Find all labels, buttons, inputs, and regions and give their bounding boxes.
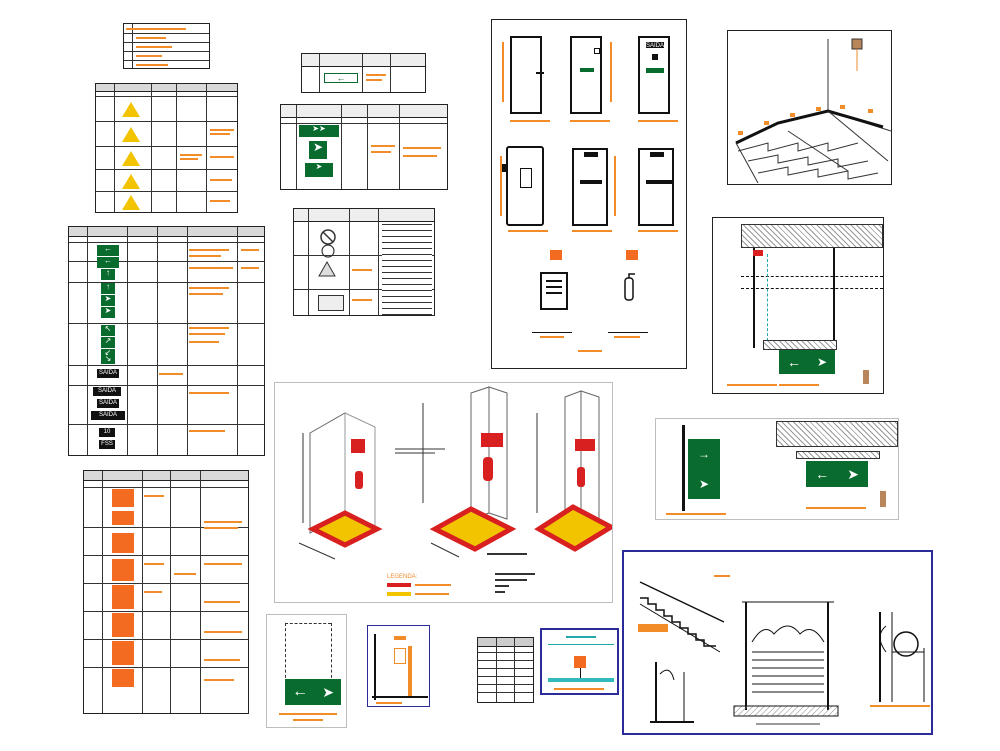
exit-sign-arrow: ↘ [101, 355, 115, 364]
fire-alarm-icon [112, 533, 134, 553]
fire-extinguisher-icon [624, 273, 635, 301]
stairs-isometric-sheet [727, 30, 892, 185]
hydrant-sign [550, 250, 562, 260]
running-man-icon: ➤ [101, 307, 115, 318]
exit-text-sign: SAIDA [93, 387, 121, 396]
floor-number-sign: 10 [99, 428, 115, 437]
fire-hose-icon [112, 613, 134, 637]
info-panel-icon [318, 295, 344, 311]
ceiling-exit-sign-section: ← ➤ [712, 217, 884, 394]
doors-detail-sheet: SAIDA [491, 19, 687, 369]
arrow-left-icon: ← [292, 683, 309, 700]
exit-sign-arrow: ← [97, 257, 119, 268]
running-man-icon: ➤ [101, 295, 115, 306]
fire-extinguisher-icon [626, 250, 638, 260]
hydrant-cabinet [540, 272, 568, 310]
legend-title: LEGENDA: [387, 574, 418, 580]
phone-icon [112, 559, 134, 581]
fire-sign [574, 656, 586, 668]
dimensions-table [477, 637, 534, 703]
arrow-left-icon: ← [815, 466, 830, 482]
running-man-icon: ➤ [816, 355, 828, 369]
exit-sign-arrow: ↑ [101, 269, 115, 280]
door-elevation [570, 36, 602, 114]
exit-sign-arrow: ↗ [101, 337, 115, 348]
fire-pump-icon [112, 669, 134, 687]
legend-red-swatch [387, 583, 411, 587]
arrow-left-icon: ← [324, 73, 358, 83]
exit-text-sign: SAIDA [91, 411, 125, 420]
extinguisher-floor-marking-sheet: LEGENDA: [274, 382, 613, 603]
warning-triangle-icon [122, 195, 140, 210]
floor-number-sign: FSS [99, 440, 115, 449]
warning-signs-table [95, 83, 238, 213]
hydrant-icon [112, 641, 134, 665]
running-man-icon: ➤ [309, 141, 327, 159]
emergency-exit-table: ➤➤ ➤ ➤ [280, 104, 448, 190]
door-elevation [638, 148, 674, 226]
exit-text-sign: SAIDA [97, 399, 119, 408]
fire-alarm-icon [112, 511, 134, 525]
exit-sign-arrow: ↙ [101, 349, 115, 360]
hydrant-installation-detail [367, 625, 430, 707]
arrow-sign-table: ← [301, 53, 426, 93]
legend-yellow-swatch [387, 592, 411, 596]
exit-signs-table: ← ← ↑ ↑ ➤ ➤ ↖ ↗ ↙ ↘ SAIDA SAIDA SAIDA SA… [68, 226, 265, 456]
door-elevation [502, 146, 544, 226]
exit-sign-ceiling: ← ➤ [779, 350, 835, 374]
running-man-icon: ➤ [847, 465, 859, 482]
arrow-right-icon: → [698, 447, 710, 461]
exit-sign-arrow: ↖ [101, 325, 115, 336]
fire-sign [112, 489, 134, 507]
exit-sign-ceiling: ← ➤ [806, 461, 868, 487]
running-man-icon: ➤ [698, 477, 710, 491]
warning-triangle-icon [122, 102, 140, 117]
index-table [123, 23, 210, 69]
exit-text-sign: SAIDA [97, 369, 119, 378]
stairs-section-sheet [622, 550, 933, 735]
warning-triangle-icon [122, 127, 140, 142]
wall-exit-sign-detail: → ➤ ← ➤ [655, 418, 899, 520]
exit-sign-large: ← ➤ [285, 679, 341, 705]
arrow-left-icon: ← [786, 354, 801, 370]
warning-triangle-icon [122, 174, 140, 189]
warning-triangle-icon [318, 261, 336, 277]
fire-equipment-signs-table [83, 470, 249, 714]
exit-sign-arrow: ↑ [101, 283, 115, 294]
fire-extinguisher-icon [112, 585, 134, 609]
exit-sign-wall: → ➤ [688, 439, 720, 499]
door-elevation [572, 148, 608, 226]
warning-triangle-icon [122, 151, 140, 166]
prohibition-icon [320, 229, 336, 258]
prohibition-signs-table [293, 208, 435, 316]
running-man-icon: ➤➤ [299, 125, 339, 137]
door-elevation: SAIDA [638, 36, 670, 114]
running-man-icon: ➤ [305, 163, 333, 177]
running-man-icon: ➤ [322, 683, 334, 700]
sign-mounting-detail [540, 628, 619, 695]
exit-sign-front-view: ← ➤ [266, 614, 347, 728]
exit-sign-arrow: ← [97, 245, 119, 256]
door-elevation [510, 36, 544, 114]
